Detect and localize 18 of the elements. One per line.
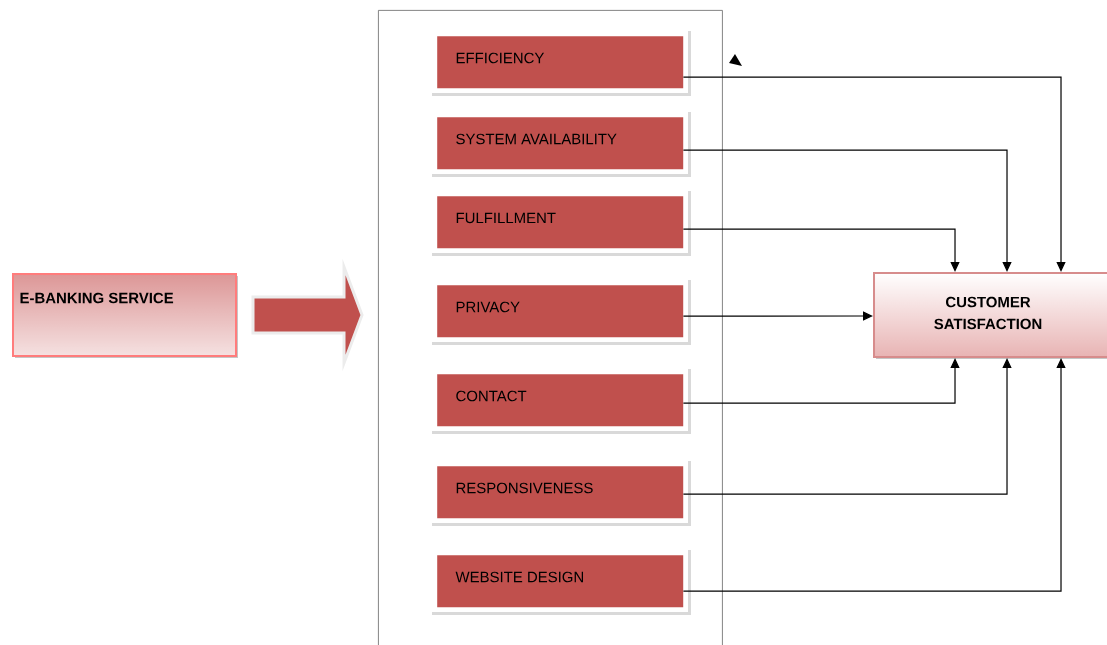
- factor-box: RESPONSIVENESS: [432, 461, 691, 526]
- factor-box: WEBSITE DESIGN: [432, 550, 691, 615]
- service-box: E-BANKING SERVICE: [12, 273, 238, 358]
- arrow: [682, 358, 1066, 592]
- arrow: [682, 228, 960, 272]
- arrow: [682, 358, 1012, 495]
- factor-box: SYSTEM AVAILABILITY: [432, 112, 691, 177]
- arrow: [251, 258, 364, 372]
- factor-box: PRIVACY: [432, 280, 691, 345]
- factor-box: FULFILLMENT: [432, 191, 691, 256]
- group-frame: [378, 10, 723, 645]
- factor-box: EFFICIENCY: [432, 31, 691, 96]
- arrow: [682, 311, 873, 321]
- arrow: [682, 76, 1066, 272]
- arrow: [682, 149, 1012, 272]
- arrow: [682, 358, 960, 404]
- outcome-box: CUSTOMER SATISFACTION: [873, 272, 1107, 359]
- factor-box: CONTACT: [432, 369, 691, 434]
